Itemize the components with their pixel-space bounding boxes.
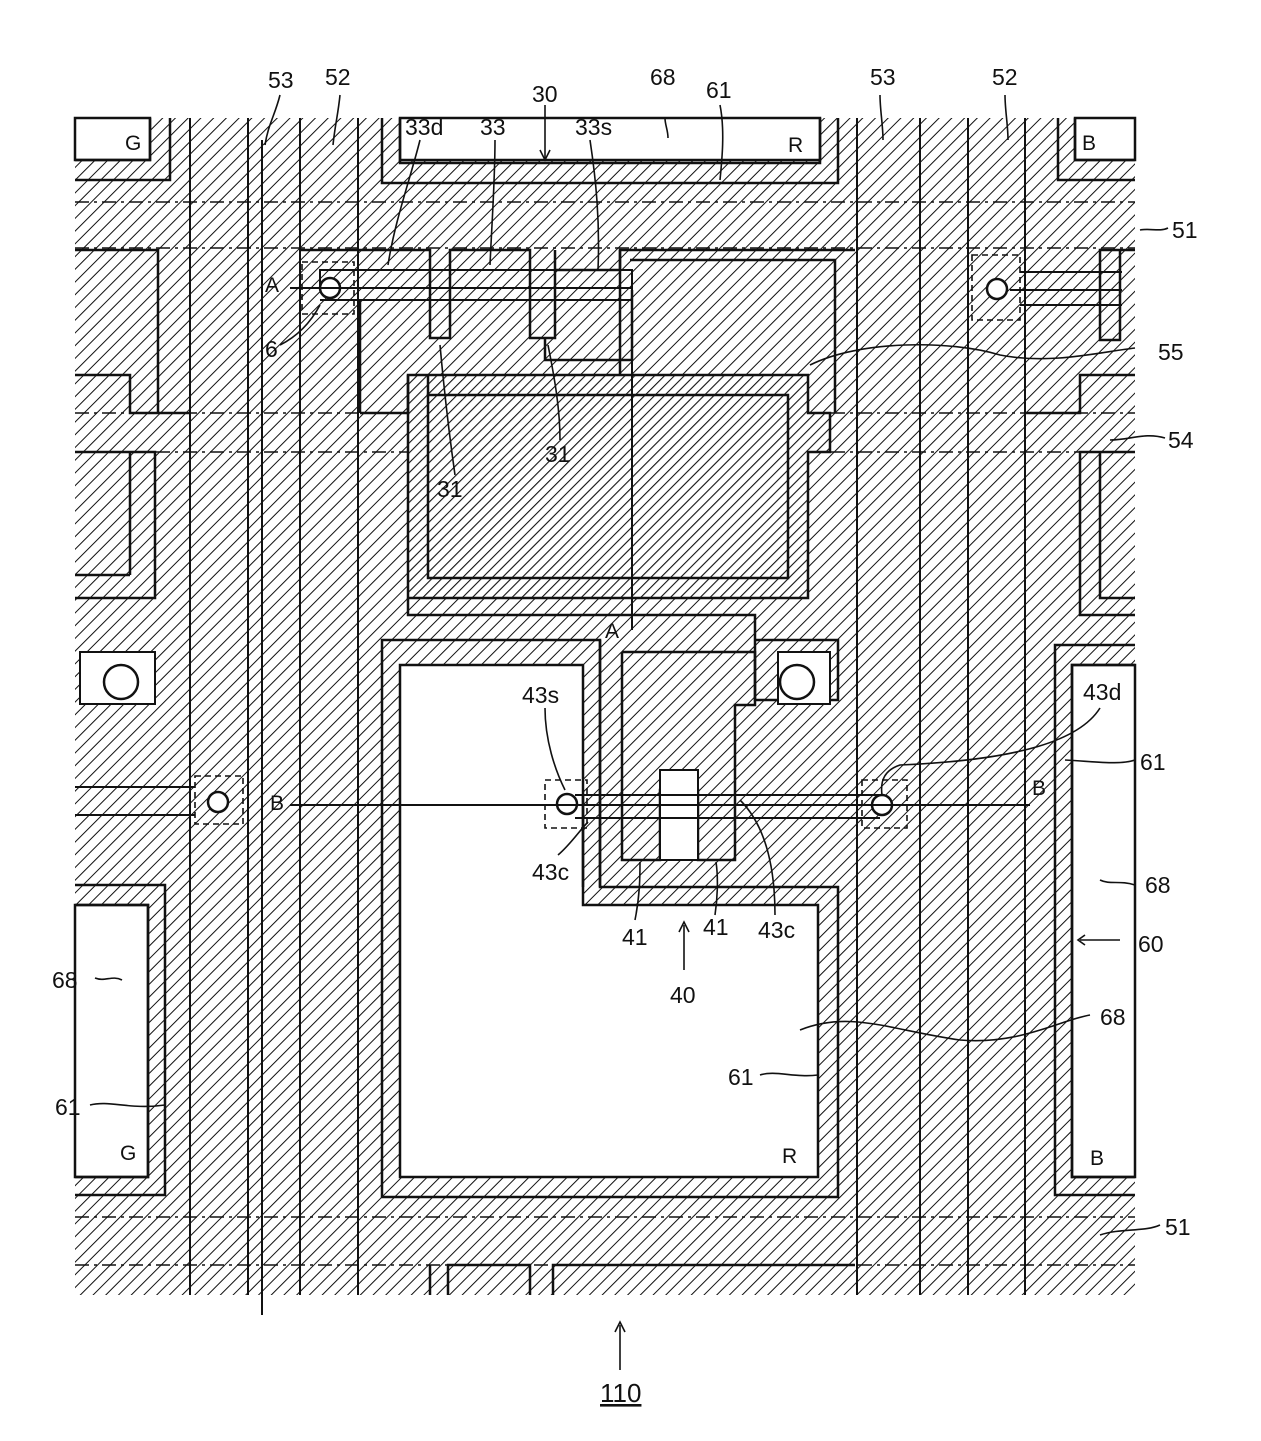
figure-reference-numeral: 110 xyxy=(600,1378,641,1408)
label-43s: 43s xyxy=(522,682,559,708)
label-43c-right: 43c xyxy=(758,917,795,943)
pixel-color-r-bottom: R xyxy=(782,1145,797,1168)
label-40: 40 xyxy=(670,982,696,1008)
label-52-top-left: 52 xyxy=(325,64,351,90)
label-43d: 43d xyxy=(1083,679,1121,705)
pixel-color-b-bottom: B xyxy=(1090,1147,1104,1170)
label-52-top-right: 52 xyxy=(992,64,1018,90)
label-53-top-right: 53 xyxy=(870,64,896,90)
section-marker-b-left: B xyxy=(270,792,284,815)
label-61-left: 61 xyxy=(55,1094,81,1120)
label-41-a: 41 xyxy=(622,924,648,950)
label-61-right: 61 xyxy=(1140,749,1166,775)
label-53-top-left: 53 xyxy=(268,67,294,93)
pixel-color-g-top: G xyxy=(125,132,141,155)
pixel-b-lower-opening xyxy=(1072,665,1135,1177)
label-41-b: 41 xyxy=(703,914,729,940)
label-61-top: 61 xyxy=(706,77,732,103)
label-68-left: 68 xyxy=(52,967,78,993)
label-54: 54 xyxy=(1168,427,1194,453)
label-51-top: 51 xyxy=(1172,217,1198,243)
section-marker-a-bottom: A xyxy=(605,620,619,643)
pixel-color-g-bottom: G xyxy=(120,1142,136,1165)
pixel-color-b-top: B xyxy=(1082,132,1096,155)
pixel-color-r-top: R xyxy=(788,134,803,157)
label-31-a: 31 xyxy=(545,441,571,467)
label-33: 33 xyxy=(480,114,506,140)
label-60: 60 xyxy=(1138,931,1164,957)
label-68-top: 68 xyxy=(650,64,676,90)
label-6: 6 xyxy=(265,336,278,362)
label-68-right: 68 xyxy=(1145,872,1171,898)
label-68-center: 68 xyxy=(1100,1004,1126,1030)
label-43c-left: 43c xyxy=(532,859,569,885)
pixel-g-lower-opening xyxy=(75,905,148,1177)
section-marker-a-top: A xyxy=(265,274,279,297)
label-33d: 33d xyxy=(405,114,443,140)
section-marker-b-right: B xyxy=(1032,777,1046,800)
label-30: 30 xyxy=(532,81,558,107)
label-31-b: 31 xyxy=(437,476,463,502)
label-61-center: 61 xyxy=(728,1064,754,1090)
label-55: 55 xyxy=(1158,339,1184,365)
label-51-bottom: 51 xyxy=(1165,1214,1191,1240)
label-33s: 33s xyxy=(575,114,612,140)
